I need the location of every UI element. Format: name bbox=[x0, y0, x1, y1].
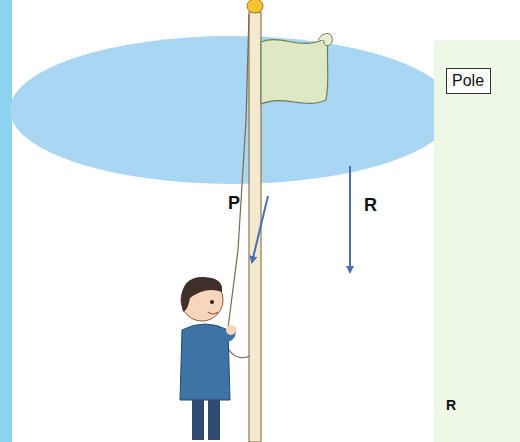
pole-ball bbox=[247, 0, 263, 13]
force-arrow bbox=[252, 196, 268, 262]
flag-curl bbox=[318, 33, 332, 45]
box-text: Pole bbox=[452, 71, 485, 90]
rope bbox=[228, 14, 249, 328]
sky-ellipse bbox=[10, 36, 454, 184]
label-box: Pole bbox=[446, 68, 491, 94]
panel-label: R bbox=[446, 398, 456, 413]
force-label: R bbox=[364, 196, 377, 216]
flag bbox=[261, 38, 328, 104]
flag-pole bbox=[249, 12, 261, 442]
boy-figure bbox=[180, 277, 236, 440]
side-panel bbox=[434, 40, 520, 442]
side-strip bbox=[0, 0, 12, 442]
force-label: P bbox=[228, 194, 240, 214]
force-arrow bbox=[349, 166, 351, 272]
